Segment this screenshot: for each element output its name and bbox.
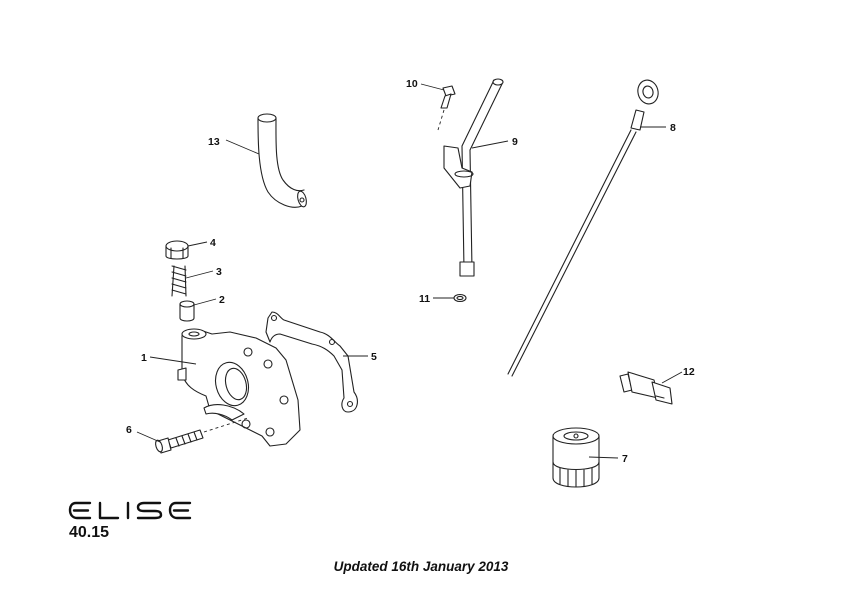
part-7-oil-filter [552,427,600,488]
part-9-dipstick-tube [443,78,504,277]
part-3-spring [171,265,187,297]
callout-12: 12 [683,366,695,378]
part-8-dipstick [507,79,659,377]
leader-10 [420,83,445,91]
callout-10: 10 [406,78,418,90]
section-number: 40.15 [69,524,110,541]
part-5-gasket [265,311,358,413]
part-1-oil-pump [177,328,301,447]
part-10-bolt [440,85,456,109]
callout-2: 2 [219,294,225,306]
part-4-cap [165,240,189,260]
callout-8: 8 [670,122,676,134]
leader-3 [185,270,214,279]
callout-1: 1 [141,352,147,364]
leader-12 [661,371,683,384]
dash-6 [203,417,249,433]
callout-5: 5 [371,351,377,363]
part-13-hose [257,113,307,208]
leader-13 [225,139,260,155]
callout-11: 11 [419,293,430,305]
callout-6: 6 [126,424,132,436]
leader-7 [588,456,619,459]
dash-10 [437,109,445,131]
elise-logo [68,501,192,520]
callout-4: 4 [210,237,216,249]
callout-7: 7 [622,453,628,465]
leader-1 [149,356,197,365]
part-2-plunger [179,300,195,322]
part-12-oil-pressure-sensor [619,371,673,405]
leader-4 [187,241,208,247]
callout-13: 13 [208,136,220,148]
leader-6 [136,431,161,443]
leader-9 [471,140,509,149]
leader-2 [193,298,217,306]
part-6-bolt [155,429,204,454]
callout-9: 9 [512,136,518,148]
part-11-o-ring [453,293,467,303]
update-note: Updated 16th January 2013 [333,559,509,574]
callout-3: 3 [216,266,222,278]
